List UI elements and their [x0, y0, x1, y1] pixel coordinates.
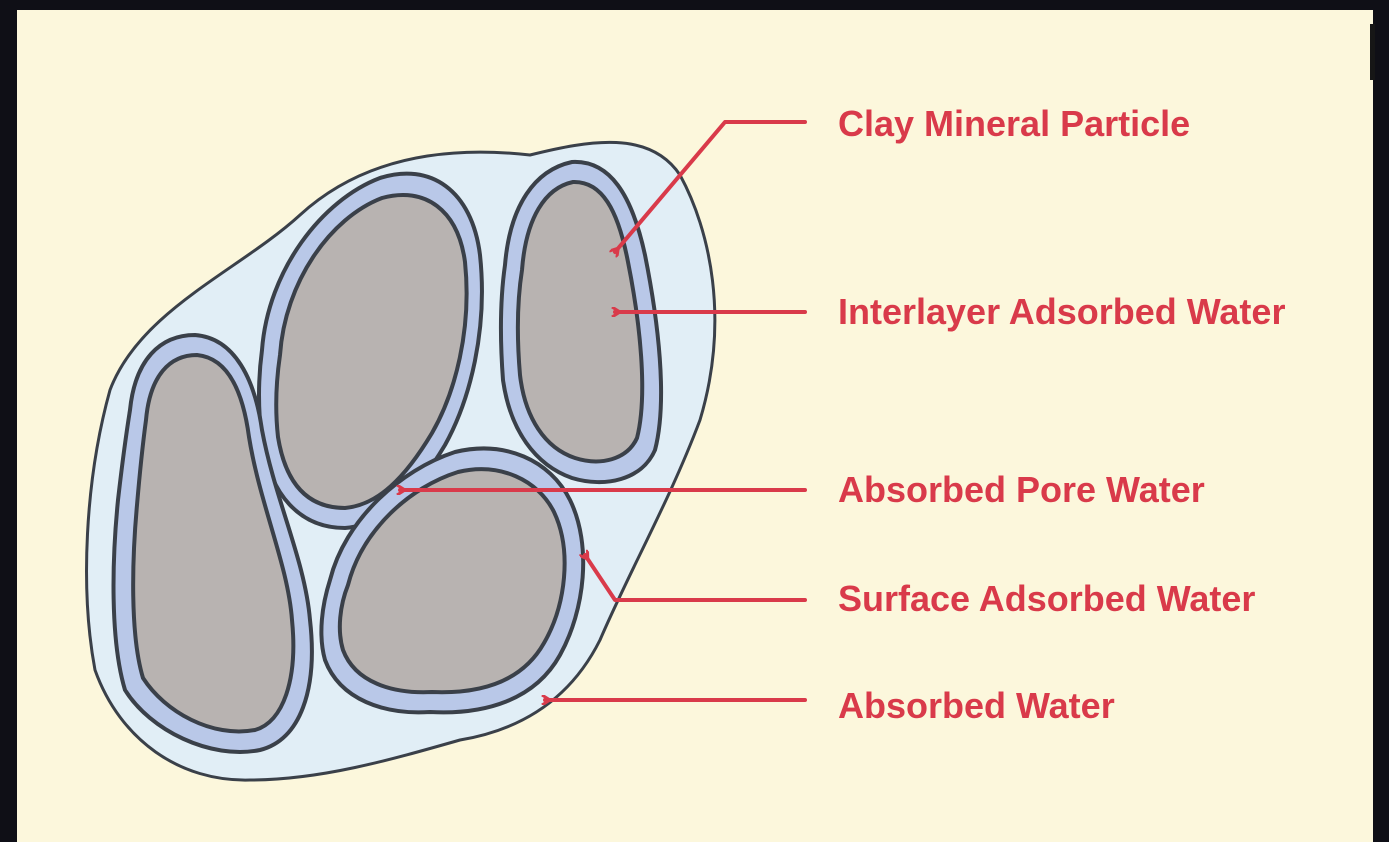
label-absorbed-water: Absorbed Water [838, 685, 1115, 726]
label-absorbed-pore-water: Absorbed Pore Water [838, 469, 1205, 510]
label-clay-mineral-particle: Clay Mineral Particle [838, 103, 1190, 144]
label-interlayer-adsorbed-water: Interlayer Adsorbed Water [838, 291, 1285, 332]
label-surface-adsorbed-water: Surface Adsorbed Water [838, 578, 1255, 619]
